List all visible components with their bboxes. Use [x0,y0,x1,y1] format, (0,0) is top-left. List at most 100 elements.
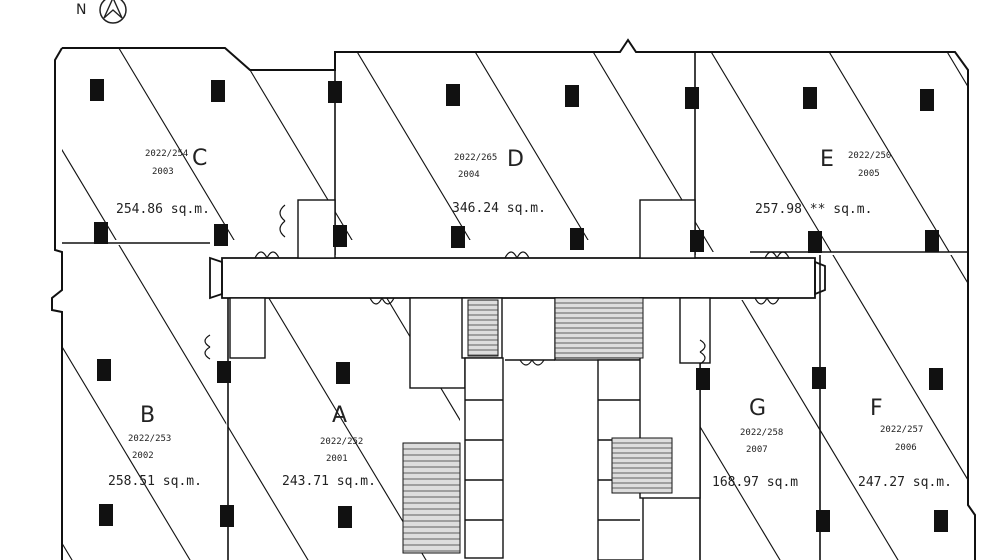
column-mark [696,368,710,390]
unit-e[interactable]: E 2022/250 2005 257.98 ** sq.m. [755,147,891,217]
unit-d-letter: D [507,147,524,172]
column-mark [685,87,699,109]
unit-g-ref: 2022/258 [740,428,783,438]
stair-lift-details [402,297,673,554]
building-core [229,199,711,560]
compass-label: N [76,2,86,18]
stair-block [611,437,673,494]
unit-g-area: 168.97 sq.m [712,475,798,490]
unit-f-ref: 2022/257 [880,425,923,435]
unit-c-hatching [62,48,335,240]
unit-c-number: 2003 [152,167,174,177]
structural-columns [90,79,948,532]
unit-a-ref: 2022/252 [320,437,363,447]
hatch-line [62,245,228,560]
column-mark [338,506,352,528]
hatch-line [228,295,460,560]
hatch-line [0,30,84,560]
hatch-line [820,255,911,560]
central-corridor [209,256,826,300]
column-mark [451,226,465,248]
unit-a-area: 243.71 sq.m. [282,474,376,489]
unit-c-letter: C [192,146,207,171]
unit-e-letter: E [820,147,834,172]
hatch-line [228,295,439,560]
unit-g[interactable]: G 2022/258 2007 168.97 sq.m [712,396,798,490]
hatch-line [62,48,85,240]
unit-b-ref: 2022/253 [128,434,171,444]
unit-f-area: 247.27 sq.m. [858,475,952,490]
unit-b-hatching [62,245,228,560]
column-mark [934,510,948,532]
unit-a[interactable]: A 2022/252 2001 243.71 sq.m. [282,403,376,489]
hatch-line [461,52,695,240]
unit-f-number: 2006 [895,443,917,453]
column-mark [220,505,234,527]
column-mark [94,222,108,244]
hatch-line [0,30,84,560]
unit-b-letter: B [140,403,155,428]
unit-f-hatching [0,30,968,560]
unit-b[interactable]: B 2022/253 2002 258.51 sq.m. [108,403,202,489]
door-swings [204,204,790,366]
hatch-line [820,255,968,560]
hatch-line [0,30,84,560]
unit-f[interactable]: F 2022/257 2006 247.27 sq.m. [858,396,952,490]
unit-e-area: 257.98 ** sq.m. [755,202,872,217]
unit-b-area: 258.51 sq.m. [108,474,202,489]
column-mark [929,368,943,390]
column-mark [690,230,704,252]
unit-e-hatching [0,30,968,560]
unit-a-hatching [0,30,460,560]
hatch-line [0,30,84,560]
column-mark [803,87,817,109]
hatch-line [698,300,793,560]
unit-d-hatching [0,30,695,560]
hatch-line [107,48,335,240]
stair-block [467,299,499,357]
unit-d[interactable]: D 2022/265 2004 346.24 sq.m. [452,147,546,216]
column-mark [336,362,350,384]
hatch-line [698,300,820,560]
column-mark [816,510,830,532]
hatch-line [815,52,968,252]
hatch-line [579,52,695,240]
column-mark [217,361,231,383]
hatch-line [62,245,203,560]
unit-g-number: 2007 [746,445,768,455]
column-mark [446,84,460,106]
stair-block [402,442,461,554]
hatch-line [697,52,968,252]
hatch-line [0,30,84,560]
hatch-line [225,48,335,240]
column-mark [211,80,225,102]
column-mark [565,85,579,107]
column-mark [333,225,347,247]
unit-e-number: 2005 [858,169,880,179]
hatch-line [228,295,321,560]
north-compass-icon: N [76,0,127,24]
unit-d-area: 346.24 sq.m. [452,201,546,216]
column-mark [90,79,104,101]
column-mark [808,231,822,253]
unit-c-area: 254.86 sq.m. [116,202,210,217]
unit-a-number: 2001 [326,454,348,464]
column-mark [97,359,111,381]
unit-f-letter: F [870,396,883,421]
column-mark [925,230,939,252]
column-mark [99,504,113,526]
column-mark [214,224,228,246]
column-mark [812,367,826,389]
unit-d-number: 2004 [458,170,480,180]
column-mark [328,81,342,103]
unit-c-ref: 2022/254 [145,149,188,159]
unit-e-ref: 2022/250 [848,151,891,161]
unit-c[interactable]: C 2022/254 2003 254.86 sq.m. [116,146,210,217]
column-mark [570,228,584,250]
unit-g-letter: G [749,396,766,421]
unit-b-number: 2002 [132,451,154,461]
column-mark [920,89,934,111]
unit-g-hatching [0,30,820,560]
hatch-line [62,245,85,560]
